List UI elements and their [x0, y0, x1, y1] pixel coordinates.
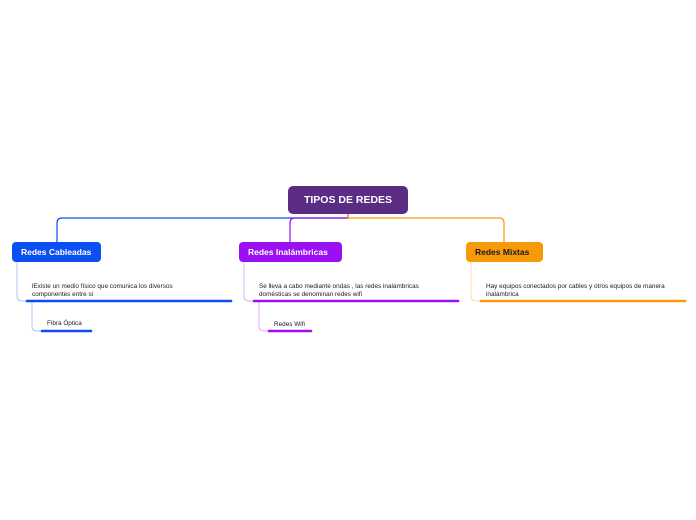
leaf-fibra-optica[interactable]: Fibra Óptica: [47, 320, 82, 328]
connector-root-inalambricas: [289, 214, 349, 242]
branch-label: Redes Mixtas: [475, 247, 530, 257]
leaf-redes-wifi[interactable]: Redes Wifi: [274, 321, 305, 329]
root-label: TIPOS DE REDES: [303, 194, 393, 206]
connector-inalambricas-description: [243, 262, 254, 302]
connector-cableadas-child: [31, 302, 42, 332]
description-redes-cableadas[interactable]: lExiste un medio físico que comunica los…: [32, 283, 210, 299]
connector-cableadas-description: [16, 262, 27, 302]
description-text: Se lleva a cabo mediante ondas , las red…: [259, 283, 419, 299]
branch-redes-inalambricas[interactable]: Redes Inalámbricas: [239, 242, 342, 262]
connector-root-cableadas: [56, 214, 349, 242]
leaf-label: Fibra Óptica: [47, 320, 82, 327]
branch-label: Redes Cableadas: [21, 247, 92, 257]
leaf-label: Redes Wifi: [274, 321, 305, 328]
description-text: Hay equipos conectados por cables y otro…: [486, 283, 665, 299]
root-node[interactable]: TIPOS DE REDES: [288, 186, 408, 214]
connector-root-mixtas: [347, 214, 505, 242]
branch-redes-cableadas[interactable]: Redes Cableadas: [12, 242, 101, 262]
branch-redes-mixtas[interactable]: Redes Mixtas: [466, 242, 543, 262]
description-redes-inalambricas[interactable]: Se lleva a cabo mediante ondas , las red…: [259, 283, 449, 299]
connector-inalambricas-child: [258, 302, 269, 332]
description-redes-mixtas[interactable]: Hay equipos conectados por cables y otro…: [486, 283, 686, 299]
branch-label: Redes Inalámbricas: [248, 247, 328, 257]
description-text: lExiste un medio físico que comunica los…: [32, 283, 173, 299]
connector-mixtas-description: [470, 262, 481, 302]
